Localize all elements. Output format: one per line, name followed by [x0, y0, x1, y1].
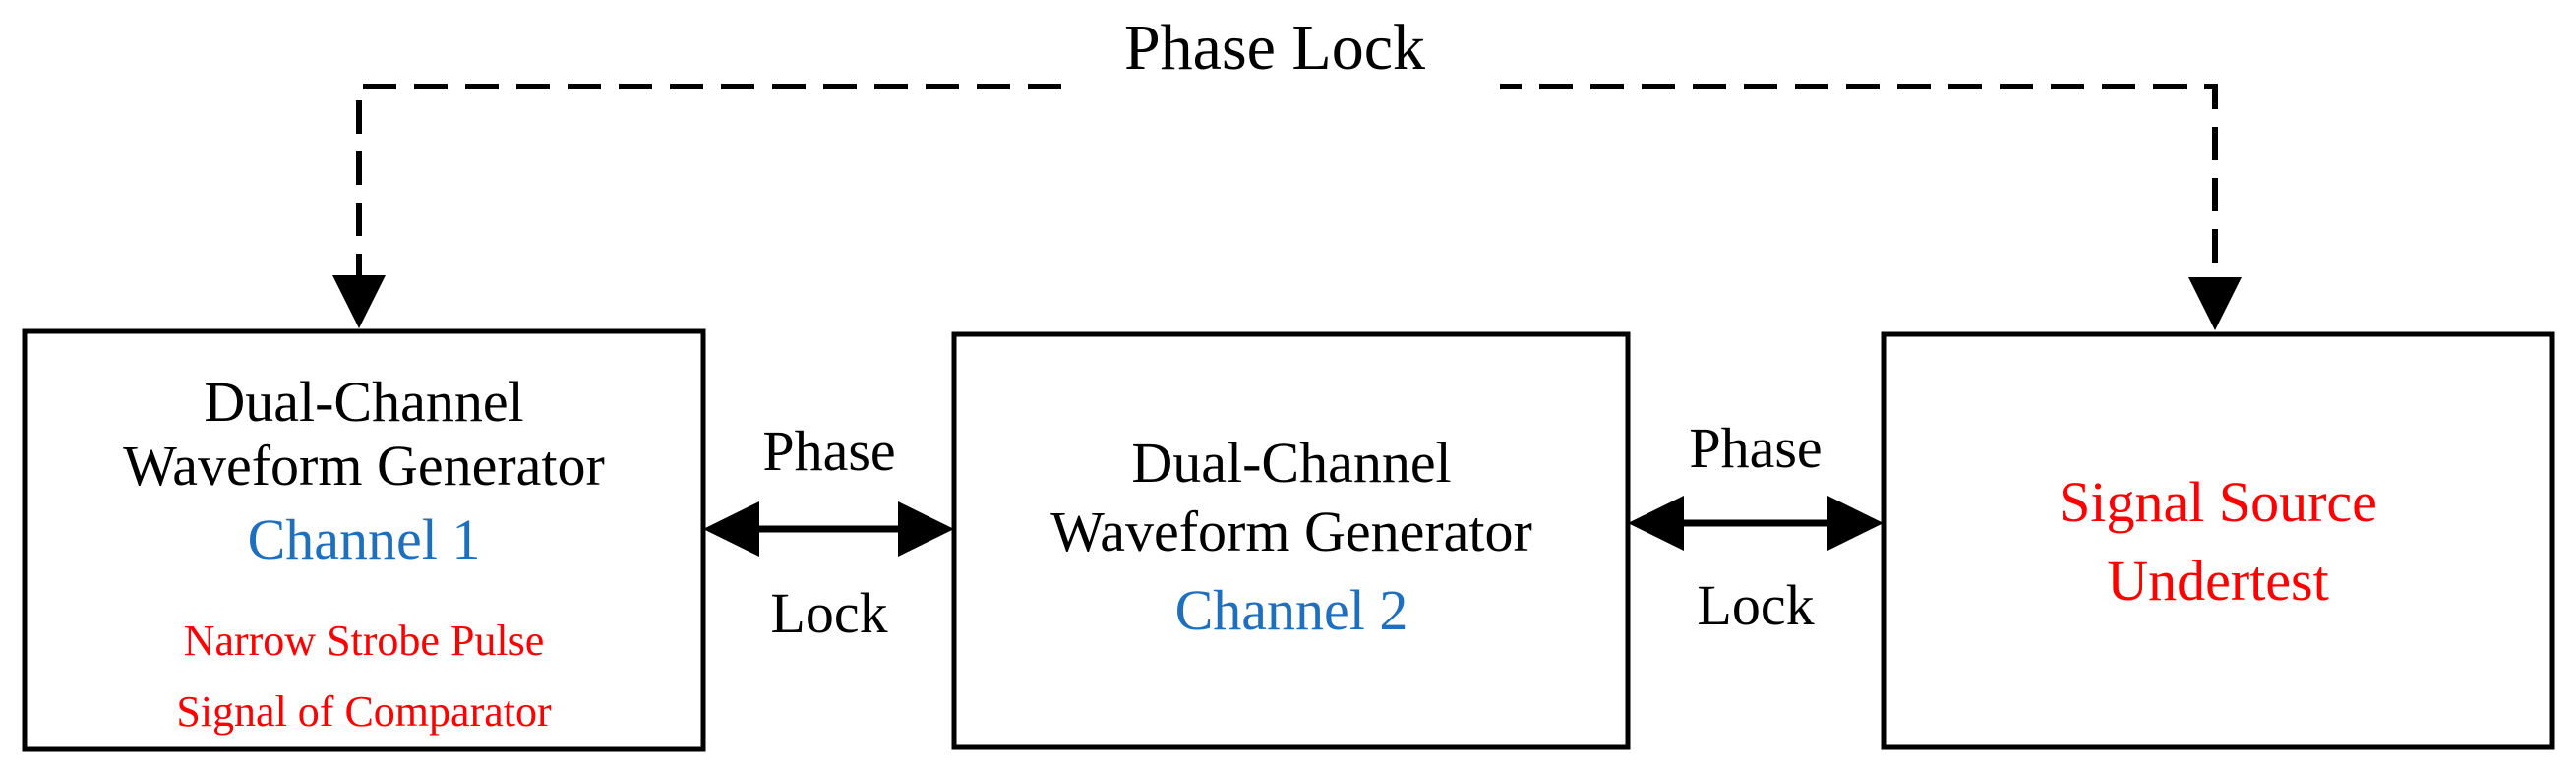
left-link-top-label: Phase	[762, 419, 895, 483]
right-phase-lock-link: Phase Lock	[1628, 416, 1884, 637]
signal-source-line1: Signal Source	[2059, 470, 2377, 534]
generator-2-channel-label: Channel 2	[1175, 578, 1408, 642]
arrow-left-icon	[703, 502, 759, 557]
generator-2-title-line2: Waveform Generator	[1050, 500, 1532, 563]
generator-1-title-line2: Waveform Generator	[123, 434, 605, 498]
right-link-top-label: Phase	[1689, 416, 1822, 480]
arrow-down-icon	[2188, 277, 2242, 330]
signal-source-line2: Undertest	[2107, 549, 2329, 613]
generator-1-note-line2: Signal of Comparator	[176, 687, 552, 736]
generator-2-title-line1: Dual-Channel	[1131, 431, 1451, 495]
arrow-down-icon	[332, 275, 386, 328]
arrow-right-icon	[1827, 496, 1884, 551]
generator-1-channel-label: Channel 1	[248, 507, 481, 571]
generator-1-block: Dual-Channel Waveform Generator Channel …	[22, 328, 706, 752]
label-background	[1067, 39, 1500, 108]
top-dashed-line	[356, 84, 2218, 287]
left-link-bottom-label: Lock	[770, 581, 887, 645]
arrow-right-icon	[898, 502, 954, 557]
top-link-label: Phase Lock	[1124, 12, 1425, 84]
signal-source-block: Signal Source Undertest	[1881, 331, 2555, 750]
top-phase-lock-connector: Phase Lock	[332, 12, 2242, 330]
generator-1-note-line1: Narrow Strobe Pulse	[184, 617, 545, 665]
arrow-left-icon	[1628, 496, 1684, 551]
generator-1-title-line1: Dual-Channel	[204, 370, 523, 434]
right-link-bottom-label: Lock	[1697, 573, 1814, 637]
left-phase-lock-link: Phase Lock	[703, 419, 954, 645]
generator-2-block: Dual-Channel Waveform Generator Channel …	[951, 331, 1631, 750]
